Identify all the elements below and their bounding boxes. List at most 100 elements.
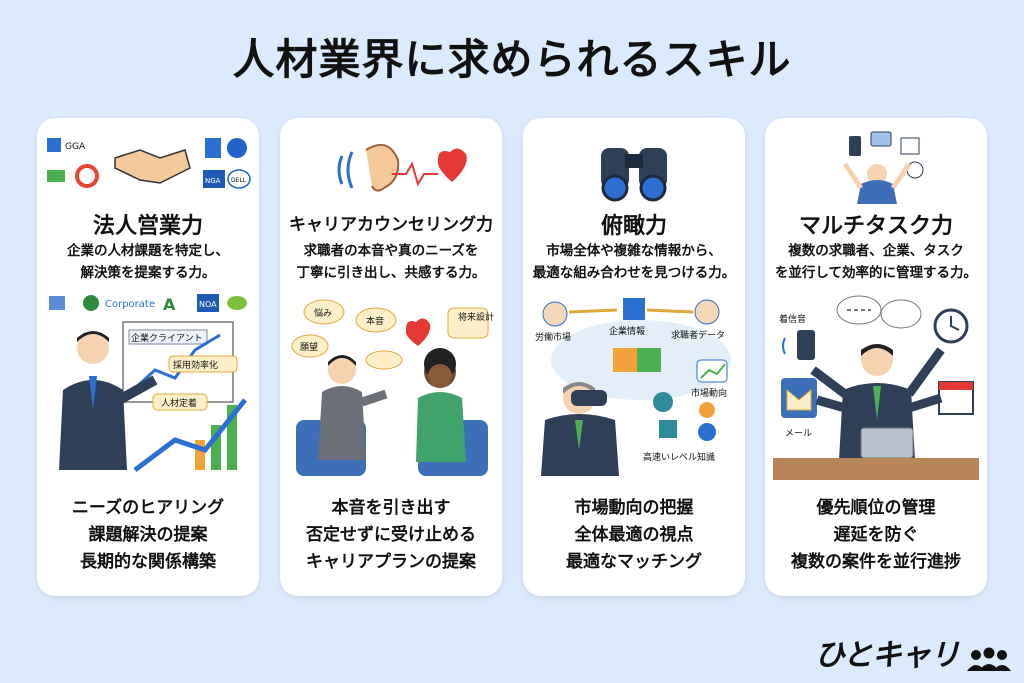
heart-icon [437,148,467,182]
logo-dell: DELL [231,177,247,184]
person-tie [575,420,583,450]
bullet-item: 課題解決の提案 [88,525,208,545]
counselor-arm [360,389,388,407]
nga-logo [203,170,225,188]
speech-bubble [291,334,329,358]
chart-logo-icon [47,170,65,182]
presenter-arm [116,375,158,405]
logo-noa: NOA [199,300,217,309]
mail-icon [786,388,812,411]
person-hair [563,382,595,394]
label-mail: メール [785,429,812,439]
dell-logo [227,169,251,189]
speech-bubble [365,350,403,370]
card-title: マルチタスク力 [798,214,953,239]
logo-corporate: Corporate [105,299,155,310]
thought-bubble [880,299,922,329]
card-title: キャリアカウンセリング力 [289,215,493,235]
label-retention: 人材定着 [161,397,197,409]
label-candidate-data: 求職者データ [671,329,725,341]
label-company-info: 企業情報 [609,325,645,337]
presenter-hair [77,331,109,342]
globe-icon [698,423,716,441]
label-labor-market: 労働市場 [535,331,571,343]
g-logo-blue-icon [227,138,247,158]
worker-hair [861,344,893,356]
smartphone-icon [797,330,815,360]
leaf-logo-icon [227,296,247,310]
building-icon [205,138,221,158]
bar [227,405,237,470]
brand-name: ひとキャリ [814,637,960,673]
brand-logo: ひとキャリ [815,630,1014,676]
thought-bubble [836,295,882,325]
clock-hands [950,316,960,331]
speech-bubble [355,307,397,333]
sound-wave-icon [346,151,354,189]
binoculars-illustration [601,148,667,202]
label-box [152,393,208,411]
person-suit [541,414,619,476]
trend-line [131,333,221,392]
calendar-header [939,382,973,390]
counseling-illustration: 悩み 本音 願望 将来設計 [291,299,494,476]
document-icon [900,137,920,155]
logo-gga: GGA [65,142,86,152]
puzzle-piece [637,348,661,372]
card-description: 市場全体や複雑な情報から、 最適な組み合わせを見つける力。 [532,243,736,281]
label-market-trends: 市場動向 [691,387,727,399]
card-career-counseling: キャリアカウンセリング力 求職者の本音や真のニーズを 丁寧に引き出し、共感する力… [280,118,502,596]
card-title: 俯瞰力 [600,214,667,239]
multitask-icon-illustration [842,131,924,204]
bar [211,425,221,470]
chart-line [700,363,726,379]
presenter-head [77,332,109,364]
client-face [428,364,452,388]
card-corporate-sales: GGA NGA DELL 法人営業力 企業の人材課題を特定し、 解決策を提案する… [37,118,259,596]
bar [195,440,205,470]
ear-heart-illustration [337,143,467,192]
bullet-item: 全体最適の視点 [574,525,694,545]
ear-icon [365,143,400,192]
client-shirt [416,392,466,462]
puzzle-piece [659,420,677,438]
speech-bubble [303,299,345,325]
building-icon [623,298,645,320]
people-icon [542,301,568,327]
presenter-tie [89,376,97,410]
label-efficiency: 採用効率化 [173,359,218,371]
counselor-hair [328,355,356,366]
skill-cards: GGA NGA DELL 法人営業力 企業の人材課題を特定し、 解決策を提案する… [37,118,987,598]
card-bird-eye-view: 俯瞰力 市場全体や複雑な情報から、 最適な組み合わせを見つける力。 労働市場 企… [523,118,745,596]
heart-icon [405,318,431,346]
logo-nga: NGA [205,177,221,185]
phone-icon [849,136,861,156]
arm [815,395,847,413]
binocular-lens [601,174,629,202]
logo-icon [83,295,99,311]
bullet-item: 本音を引き出す [331,498,451,518]
bullet-item: ニーズのヒアリング [71,498,225,518]
label-client: 企業クライアント [131,332,203,344]
worker-head [861,344,893,376]
puzzle-piece [613,348,637,372]
card-description: 複数の求職者、企業、タスク を並行して効率的に管理する力。 [774,243,978,281]
g-logo-icon [75,164,99,188]
sales-presentation-illustration: Corporate A NOA 企業クライアント 採用効率化 人材定着 [49,294,247,472]
arrow [646,308,694,314]
bullet-item: 市場動向の把握 [574,498,694,518]
person-body [857,180,897,204]
counselor-suit [318,386,366,460]
card-description: 求職者の本音や真のニーズを 丁寧に引き出し、共感する力。 [296,243,486,281]
page-title: 人材業界に求められるスキル [232,35,792,84]
coin-icon [699,402,715,418]
bullet-item: 複数の案件を並行進捗 [791,552,961,572]
counselor-head [328,356,356,384]
arrow [568,308,618,314]
arm [905,347,945,397]
logo-icon [49,296,65,310]
people-icon [967,647,1011,671]
arm [907,393,943,413]
binoculars [571,390,607,406]
sound-wave-icon [337,155,344,185]
